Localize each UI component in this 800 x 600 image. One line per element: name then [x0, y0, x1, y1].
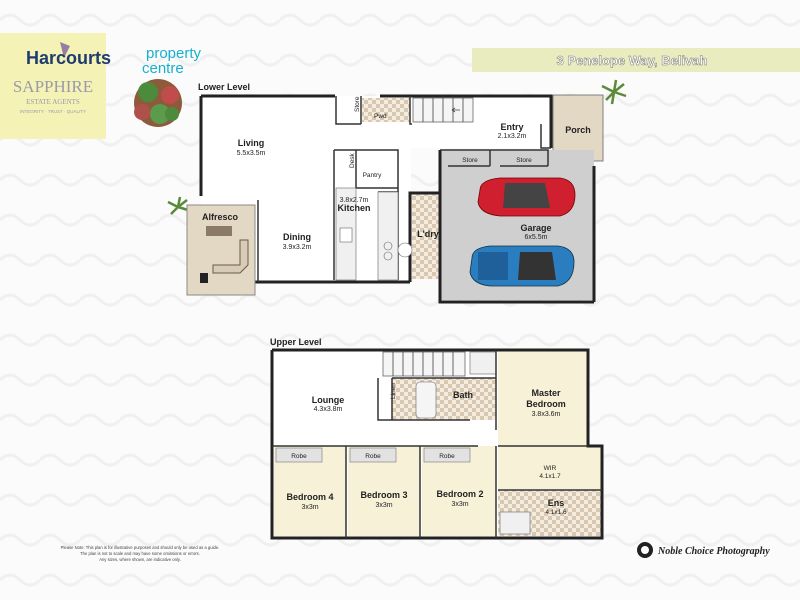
cooktop-icon — [383, 241, 393, 251]
disclaimer-line-1: Please Note: This plan is for illustrati… — [61, 545, 220, 550]
master-size: 3.8x3.6m — [532, 411, 561, 418]
sapphire-wordmark: SAPPHIRE — [13, 77, 93, 96]
porch-label: Porch — [565, 125, 591, 135]
store-lower-label: Store — [354, 96, 361, 112]
living-label: Living — [238, 138, 265, 148]
red-car-icon — [477, 177, 576, 217]
upper-level-label: Upper Level — [270, 337, 322, 347]
living-size: 5.5x3.5m — [237, 150, 266, 157]
entry-label: Entry — [500, 122, 523, 132]
property-text: property — [146, 45, 202, 62]
laundry — [412, 193, 440, 279]
bathtub-icon — [415, 381, 437, 419]
bedroom-2-size: 3x3m — [451, 501, 468, 508]
garage-store-label: Store — [462, 157, 478, 164]
robe-4 — [275, 447, 323, 463]
pantry-label: Pantry — [363, 172, 383, 179]
tagline-text: INTEGRITY · TRUST · QUALITY — [20, 109, 86, 114]
palm-icon — [167, 196, 189, 215]
bedroom-3-label: Bedroom 3 — [360, 490, 407, 500]
alfresco-label: Alfresco — [202, 212, 239, 222]
garage-store-label: Store — [516, 157, 532, 164]
garage-size: 6x5.5m — [525, 234, 548, 241]
blue-car-icon — [469, 245, 575, 287]
dining-label: Dining — [283, 232, 311, 242]
sink-icon — [339, 227, 353, 243]
wir-label: WIR — [544, 465, 557, 472]
shower-icon — [499, 511, 531, 535]
robe-2 — [423, 447, 471, 463]
address-banner: 3 Penelope Way, Belivah — [472, 48, 800, 72]
bath-label: Bath — [453, 390, 473, 400]
address-text: 3 Penelope Way, Belivah — [557, 53, 708, 68]
shower-icon — [469, 351, 497, 375]
stairs-lower — [412, 97, 474, 123]
alfresco — [186, 204, 256, 296]
bbq-icon — [206, 226, 232, 236]
lounge-size: 4.3x3.8m — [314, 406, 343, 413]
disclaimer-line-3: Any sizes, where shown, are indicative o… — [99, 557, 181, 562]
lounge-seat-icon — [212, 239, 249, 274]
disclaimer: Please Note: This plan is for illustrati… — [61, 545, 220, 562]
bedroom-3-size: 3x3m — [375, 502, 392, 509]
garage-label: Garage — [520, 223, 551, 233]
sapphire-logo: SAPPHIRE ESTATE AGENTS INTEGRITY · TRUST… — [0, 33, 106, 139]
photographer-credit: Noble Choice Photography — [637, 542, 770, 558]
master-label-1: Master — [531, 388, 561, 398]
lower-level-label: Lower Level — [198, 82, 250, 92]
stairs-upper — [382, 351, 466, 377]
lounge-label: Lounge — [312, 395, 345, 405]
kitchen-label: Kitchen — [337, 203, 370, 213]
robe-3 — [349, 447, 397, 463]
cooktop-icon — [383, 251, 393, 261]
estate-agents-text: ESTATE AGENTS — [26, 98, 80, 106]
ens-label: Ens — [548, 498, 565, 508]
linen-label: Linen — [390, 383, 397, 399]
walk-in-robe — [498, 446, 602, 490]
master-label-2: Bedroom — [526, 399, 566, 409]
washer-icon — [397, 242, 413, 258]
dining-size: 3.9x3.2m — [283, 244, 312, 251]
pwd-label: Pwd — [374, 113, 387, 120]
bedroom-4-size: 3x3m — [301, 504, 318, 511]
bathroom — [392, 378, 496, 420]
tree-icon — [134, 79, 182, 127]
master-bedroom — [498, 350, 588, 446]
powder-room — [362, 98, 410, 122]
robe-2-label: Robe — [439, 453, 455, 460]
ens-size: 4.1x1.6 — [545, 509, 567, 516]
harcourts-logo: Harcourts property centre — [26, 42, 202, 77]
harcourts-mark-icon — [60, 42, 70, 58]
robe-4-label: Robe — [291, 453, 307, 460]
palm-icon — [601, 79, 627, 105]
bedroom-4-label: Bedroom 4 — [286, 492, 333, 502]
wir-size: 4.1x1.7 — [539, 473, 561, 480]
disclaimer-line-2: The plan is not to scale and may have so… — [80, 551, 200, 556]
centre-text: centre — [142, 60, 184, 77]
kitchen-size: 3.8x2.7m — [340, 197, 369, 204]
entry-size: 2.1x3.2m — [498, 133, 527, 140]
kitchen-bench — [377, 191, 399, 281]
laundry-label: L'dry — [417, 229, 439, 239]
bedroom-2-label: Bedroom 2 — [436, 489, 483, 499]
robe-3-label: Robe — [365, 453, 381, 460]
harcourts-wordmark: Harcourts — [26, 48, 111, 68]
photographer-name: Noble Choice Photography — [657, 546, 770, 557]
desk-label: Desk — [349, 152, 356, 168]
